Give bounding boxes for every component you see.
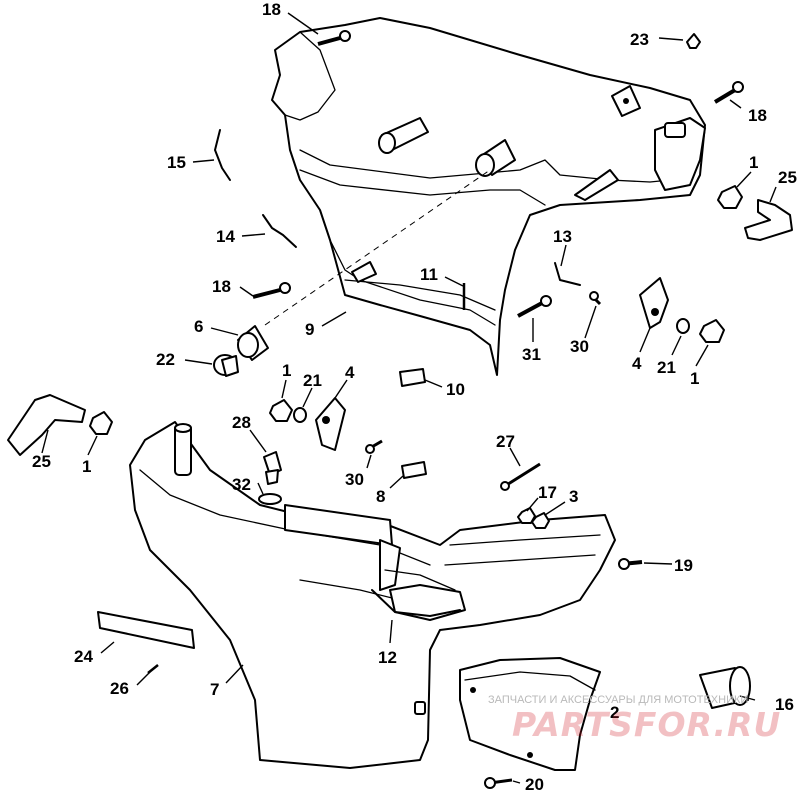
screw-part-27 bbox=[504, 462, 541, 488]
callout-18: 18 bbox=[212, 277, 231, 296]
sleeve-part-16 bbox=[699, 666, 751, 709]
callout-13: 13 bbox=[553, 227, 572, 246]
callout-14: 14 bbox=[216, 227, 235, 246]
callout-labels: 18 23 18 15 1 25 14 13 11 18 6 9 31 30 4… bbox=[32, 0, 797, 791]
washer-part-22 bbox=[213, 354, 239, 377]
callout-26: 26 bbox=[110, 679, 129, 698]
callout-2: 2 bbox=[610, 703, 619, 722]
callout-32: 32 bbox=[232, 475, 251, 494]
callout-30: 30 bbox=[570, 337, 589, 356]
callout-21: 21 bbox=[303, 371, 322, 390]
bracket-part-4-right bbox=[639, 277, 669, 329]
screw-part-31 bbox=[517, 301, 543, 318]
clip-part-13 bbox=[554, 262, 581, 286]
screw-part-18-a bbox=[317, 36, 341, 46]
callout-9: 9 bbox=[305, 320, 314, 339]
callout-21: 21 bbox=[657, 358, 676, 377]
side-cover-part-2 bbox=[459, 657, 601, 771]
callout-3: 3 bbox=[569, 487, 578, 506]
callout-7: 7 bbox=[210, 680, 219, 699]
handle-part-25-lower bbox=[7, 394, 86, 456]
nut-part-1-a bbox=[717, 185, 743, 209]
nut-part-1-d bbox=[89, 411, 113, 435]
grommet-part-6 bbox=[237, 325, 269, 361]
callout-18: 18 bbox=[262, 0, 281, 19]
callout-18: 18 bbox=[748, 106, 767, 125]
callout-12: 12 bbox=[378, 648, 397, 667]
screw-part-18-b bbox=[713, 88, 737, 104]
callout-20: 20 bbox=[525, 775, 544, 791]
callout-27: 27 bbox=[496, 432, 515, 451]
callout-31: 31 bbox=[522, 345, 541, 364]
callout-16: 16 bbox=[775, 695, 794, 714]
callout-8: 8 bbox=[376, 487, 385, 506]
callout-28: 28 bbox=[232, 413, 251, 432]
callout-30: 30 bbox=[345, 470, 364, 489]
bracket-part-4-left bbox=[315, 397, 346, 451]
handle-part-25-upper bbox=[744, 199, 793, 241]
leader-lines bbox=[41, 12, 777, 784]
callout-15: 15 bbox=[167, 153, 186, 172]
callout-1: 1 bbox=[690, 369, 699, 388]
nut-part-3 bbox=[531, 512, 550, 529]
callout-4: 4 bbox=[632, 354, 642, 373]
washer-part-21-a bbox=[676, 318, 690, 334]
callout-19: 19 bbox=[674, 556, 693, 575]
spring-part-15 bbox=[214, 129, 231, 181]
plug-part-28 bbox=[263, 451, 282, 485]
callout-24: 24 bbox=[74, 647, 93, 666]
callout-6: 6 bbox=[194, 317, 203, 336]
callout-23: 23 bbox=[630, 30, 649, 49]
callout-22: 22 bbox=[156, 350, 175, 369]
callout-1: 1 bbox=[282, 361, 291, 380]
watermark-logo: PARTSFOR.RU bbox=[512, 705, 782, 744]
callout-11: 11 bbox=[420, 265, 438, 284]
spring-part-14 bbox=[262, 214, 297, 248]
o-ring-part-32 bbox=[258, 493, 282, 505]
callout-25: 25 bbox=[778, 168, 797, 187]
block-part-8 bbox=[401, 461, 427, 479]
washer-part-21-b bbox=[293, 407, 307, 423]
nut-part-1-c bbox=[269, 399, 293, 422]
watermark: ЗАПЧАСТИ И АКСЕССУАРЫ ДЛЯ МОТОТЕХНИКИ PA… bbox=[488, 694, 782, 750]
callout-1: 1 bbox=[749, 153, 758, 172]
watermark-tagline: ЗАПЧАСТИ И АКСЕССУАРЫ ДЛЯ МОТОТЕХНИКИ bbox=[488, 694, 749, 706]
screw-part-18-c bbox=[252, 288, 281, 299]
callout-1: 1 bbox=[82, 457, 91, 476]
lower-cowl-part-7 bbox=[129, 421, 616, 769]
harness-part-12 bbox=[371, 589, 461, 617]
callout-4: 4 bbox=[345, 363, 355, 382]
trim-strip-part-24 bbox=[97, 611, 195, 649]
block-part-10 bbox=[399, 368, 426, 387]
nut-part-1-b bbox=[699, 319, 725, 343]
callout-17: 17 bbox=[538, 483, 557, 502]
callout-10: 10 bbox=[446, 380, 465, 399]
callout-25: 25 bbox=[32, 452, 51, 471]
upper-cowl-part-9 bbox=[264, 17, 706, 376]
screw-part-23 bbox=[686, 33, 701, 49]
